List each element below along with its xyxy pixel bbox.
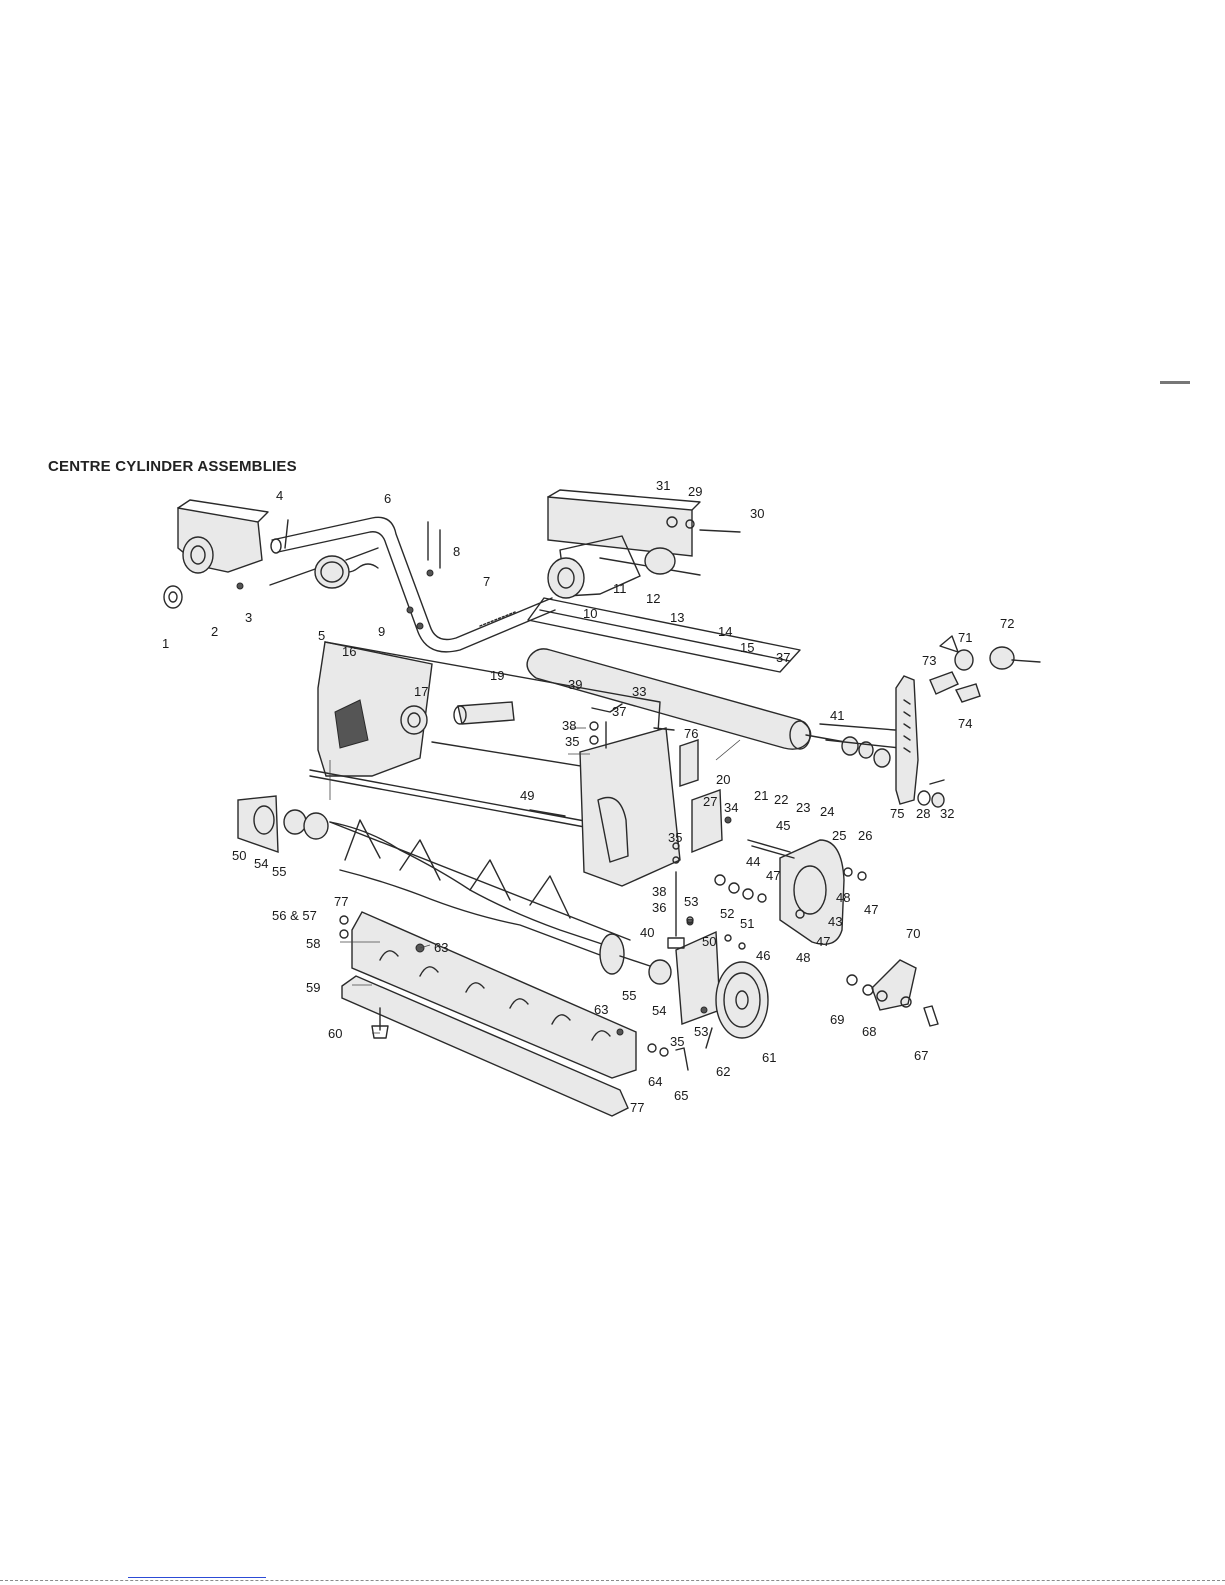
callout-27: 27 xyxy=(703,794,717,809)
callout-59: 59 xyxy=(306,980,320,995)
callout-10: 10 xyxy=(583,606,597,621)
callout-25: 25 xyxy=(832,828,846,843)
callout-63b: 63 xyxy=(594,1002,608,1017)
callout-37b: 37 xyxy=(776,650,790,665)
callout-49: 49 xyxy=(520,788,534,803)
callout-4: 4 xyxy=(276,488,283,503)
left-bracket-assembly xyxy=(164,500,268,608)
callout-24: 24 xyxy=(820,804,834,819)
callout-13: 13 xyxy=(670,610,684,625)
callout-12: 12 xyxy=(646,591,660,606)
callout-45: 45 xyxy=(776,818,790,833)
callout-63a: 63 xyxy=(434,940,448,955)
callout-22: 22 xyxy=(774,792,788,807)
callout-35c: 35 xyxy=(670,1034,684,1049)
footer-link-underline[interactable] xyxy=(128,1577,266,1578)
roller-adjuster xyxy=(820,724,900,767)
callout-40: 40 xyxy=(640,925,654,940)
bottom-blade-assembly xyxy=(342,912,636,1116)
callout-26: 26 xyxy=(858,828,872,843)
callout-14: 14 xyxy=(718,624,732,639)
callout-68: 68 xyxy=(862,1024,876,1039)
callout-16: 16 xyxy=(342,644,356,659)
callout-41: 41 xyxy=(830,708,844,723)
callout-36: 36 xyxy=(652,900,666,915)
callout-58: 58 xyxy=(306,936,320,951)
callout-69: 69 xyxy=(830,1012,844,1027)
callout-19: 19 xyxy=(490,668,504,683)
callout-1: 1 xyxy=(162,636,169,651)
callout-28: 28 xyxy=(916,806,930,821)
callout-53b: 53 xyxy=(694,1024,708,1039)
callout-6: 6 xyxy=(384,491,391,506)
callout-62: 62 xyxy=(716,1064,730,1079)
spring-assembly xyxy=(270,520,378,588)
callout-23: 23 xyxy=(796,800,810,815)
callout-43: 43 xyxy=(828,914,842,929)
callout-32: 32 xyxy=(940,806,954,821)
callout-39: 39 xyxy=(568,677,582,692)
callout-15: 15 xyxy=(740,640,754,655)
callout-75: 75 xyxy=(890,806,904,821)
callout-71: 71 xyxy=(958,630,972,645)
callout-60: 60 xyxy=(328,1026,342,1041)
callout-55a: 55 xyxy=(272,864,286,879)
callout-33: 33 xyxy=(632,684,646,699)
callout-53a: 53 xyxy=(684,894,698,909)
callout-52: 52 xyxy=(720,906,734,921)
callout-50a: 50 xyxy=(232,848,246,863)
callout-46: 46 xyxy=(756,948,770,963)
callout-72: 72 xyxy=(1000,616,1014,631)
callout-11: 11 xyxy=(613,581,627,596)
callout-9: 9 xyxy=(378,624,385,639)
callout-35b: 35 xyxy=(668,830,682,845)
callout-76: 76 xyxy=(684,726,698,741)
callout-50b: 50 xyxy=(702,934,716,949)
callout-77b: 77 xyxy=(630,1100,644,1115)
callout-55b: 55 xyxy=(622,988,636,1003)
callout-8: 8 xyxy=(453,544,460,559)
callout-3: 3 xyxy=(245,610,252,625)
callout-38a: 38 xyxy=(562,718,576,733)
callout-48a: 48 xyxy=(836,890,850,905)
callout-64: 64 xyxy=(648,1074,662,1089)
callout-48b: 48 xyxy=(796,950,810,965)
callout-21: 21 xyxy=(754,788,768,803)
callout-20: 20 xyxy=(716,772,730,787)
callout-61: 61 xyxy=(762,1050,776,1065)
callout-73: 73 xyxy=(922,653,936,668)
callout-47a: 47 xyxy=(766,868,780,883)
top-bracket-assembly xyxy=(548,490,740,598)
callout-51: 51 xyxy=(740,916,754,931)
callout-7: 7 xyxy=(483,574,490,589)
callout-37a: 37 xyxy=(612,704,626,719)
callout-67: 67 xyxy=(914,1048,928,1063)
callout-65: 65 xyxy=(674,1088,688,1103)
callout-54b: 54 xyxy=(652,1003,666,1018)
handle-tube-assembly xyxy=(271,517,555,652)
lift-bracket xyxy=(847,960,938,1026)
callout-44: 44 xyxy=(746,854,760,869)
callout-56-57: 56 & 57 xyxy=(272,908,317,923)
callout-2: 2 xyxy=(211,624,218,639)
left-bearing-group xyxy=(238,796,328,852)
callout-30: 30 xyxy=(750,506,764,521)
callout-70: 70 xyxy=(906,926,920,941)
callout-35a: 35 xyxy=(565,734,579,749)
callout-34: 34 xyxy=(724,800,738,815)
callout-17: 17 xyxy=(414,684,428,699)
callout-29: 29 xyxy=(688,484,702,499)
callout-31: 31 xyxy=(656,478,670,493)
page-bottom-rule xyxy=(0,1580,1225,1581)
callout-47c: 47 xyxy=(816,934,830,949)
callout-77a: 77 xyxy=(334,894,348,909)
callout-74: 74 xyxy=(958,716,972,731)
callout-38b: 38 xyxy=(652,884,666,899)
callout-47b: 47 xyxy=(864,902,878,917)
callout-5: 5 xyxy=(318,628,325,643)
callout-54a: 54 xyxy=(254,856,268,871)
